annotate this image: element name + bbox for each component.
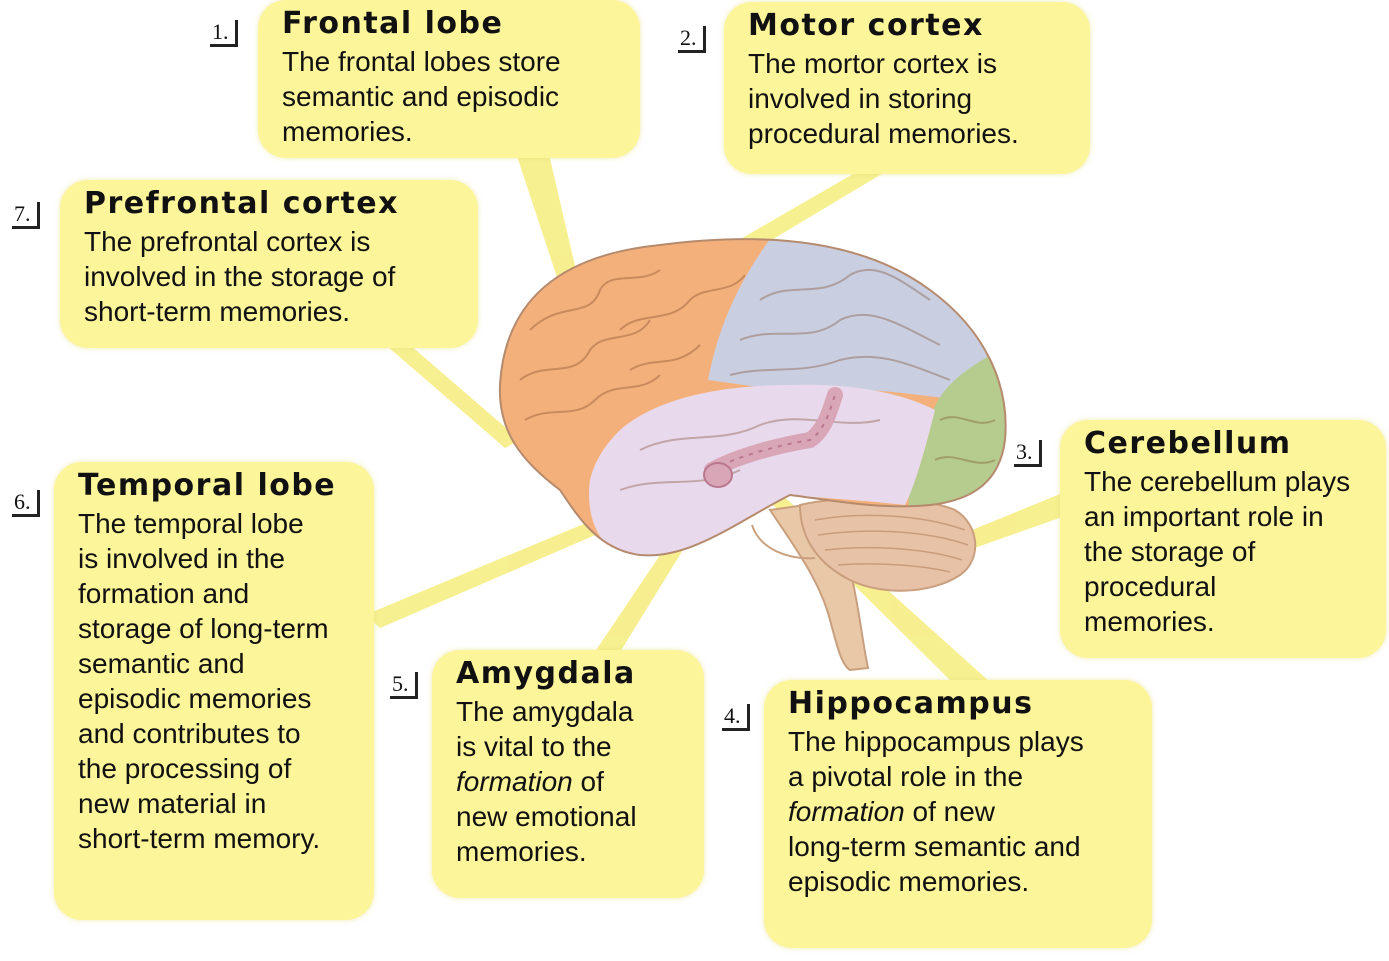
callout-line: The prefrontal cortex is — [84, 225, 371, 257]
leader-line-prefrontal — [380, 340, 520, 448]
callout-line: The amygdala — [456, 695, 634, 727]
callout-line: is vital to the — [456, 730, 612, 762]
callout-title: Hippocampus — [788, 686, 1034, 721]
regular-words: of new — [904, 795, 995, 827]
callout-title: Amygdala — [456, 656, 636, 691]
leader-line-temporal — [365, 508, 630, 628]
callout-temporal-lobe: Temporal lobe The temporal lobe is invol… — [54, 462, 374, 920]
callout-line: The mortor cortex is — [748, 47, 997, 79]
callout-cerebellum: Cerebellum The cerebellum plays an impor… — [1060, 420, 1386, 658]
callout-line: is involved in the — [78, 542, 286, 574]
callout-line: memories. — [456, 835, 587, 867]
callout-line-italic: formation of — [456, 766, 604, 797]
callout-number: 4. — [722, 704, 750, 731]
callout-line: involved in storing — [748, 82, 973, 114]
callout-line: the storage of — [1084, 535, 1256, 567]
callout-title: Temporal lobe — [78, 468, 337, 503]
callout-line: long-term semantic and — [788, 830, 1081, 862]
callout-line: procedural — [1084, 570, 1217, 602]
callout-title: Cerebellum — [1084, 426, 1292, 461]
callout-line: short-term memories. — [84, 295, 351, 327]
callout-line: episodic memories — [78, 682, 312, 714]
callout-text: The mortor cortex is involved in storing… — [748, 46, 1074, 151]
amygdala-structure — [703, 462, 733, 488]
callout-number: 1. — [210, 20, 238, 47]
callout-line: semantic and episodic — [282, 80, 560, 112]
callout-title: Prefrontal cortex — [84, 186, 399, 221]
callout-text: The frontal lobes store semantic and epi… — [282, 44, 624, 149]
callout-line: new material in — [78, 787, 267, 819]
temporal-region — [589, 384, 935, 556]
callout-line: the processing of — [78, 752, 292, 784]
callout-text: The hippocampus plays a pivotal role in … — [788, 724, 1136, 899]
callout-text: The amygdala is vital to the formation o… — [456, 694, 688, 869]
callout-line: storage of long-term — [78, 612, 329, 644]
callout-line: The frontal lobes store — [282, 45, 561, 77]
callout-line: memories. — [282, 115, 413, 147]
callout-motor-cortex: Motor cortex The mortor cortex is involv… — [724, 2, 1090, 174]
callout-number: 7. — [12, 202, 40, 229]
callout-line: episodic memories. — [788, 865, 1030, 897]
callout-line-italic: formation of new — [788, 796, 995, 827]
callout-line: and contributes to — [78, 717, 301, 749]
italic-word: formation — [456, 765, 573, 797]
callout-number: 5. — [390, 672, 418, 699]
callout-line: an important role in — [1084, 500, 1324, 532]
callout-amygdala: Amygdala The amygdala is vital to the fo… — [432, 650, 704, 898]
callout-text: The temporal lobe is involved in the for… — [78, 506, 358, 856]
italic-word: formation — [788, 795, 905, 827]
callout-prefrontal-cortex: Prefrontal cortex The prefrontal cortex … — [60, 180, 478, 348]
callout-frontal-lobe: Frontal lobe The frontal lobes store sem… — [258, 0, 640, 158]
callout-text: The cerebellum plays an important role i… — [1084, 464, 1370, 639]
callout-number: 2. — [678, 26, 706, 53]
callout-text: The prefrontal cortex is involved in the… — [84, 224, 462, 329]
callout-line: short-term memory. — [78, 822, 321, 854]
callout-line: involved in the storage of — [84, 260, 396, 292]
callout-line: The temporal lobe — [78, 507, 304, 539]
callout-line: semantic and — [78, 647, 245, 679]
callout-line: new emotional — [456, 800, 637, 832]
callout-line: memories. — [1084, 605, 1215, 637]
callout-line: procedural memories. — [748, 117, 1019, 149]
callout-title: Frontal lobe — [282, 6, 504, 41]
regular-words: of — [572, 765, 604, 797]
callout-line: formation and — [78, 577, 250, 609]
callout-title: Motor cortex — [748, 8, 984, 43]
callout-line: a pivotal role in the — [788, 760, 1024, 792]
callout-hippocampus: Hippocampus The hippocampus plays a pivo… — [764, 680, 1152, 948]
callout-number: 6. — [12, 490, 40, 517]
callout-number: 3. — [1014, 440, 1042, 467]
brain-illustration — [498, 238, 1007, 672]
callout-line: The cerebellum plays — [1084, 465, 1351, 497]
callout-line: The hippocampus plays — [788, 725, 1084, 757]
hippocampus-structure — [704, 387, 843, 478]
